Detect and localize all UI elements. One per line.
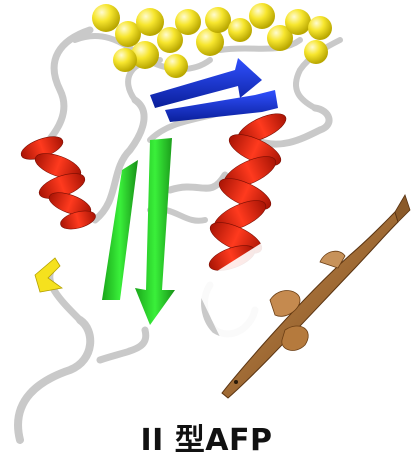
yellow-strand-arrow: [35, 258, 62, 292]
green-beta-strands: [102, 138, 175, 325]
red-helix-left: [18, 132, 97, 232]
caption: II 型AFP: [0, 420, 413, 462]
fish-panel: [195, 165, 413, 420]
